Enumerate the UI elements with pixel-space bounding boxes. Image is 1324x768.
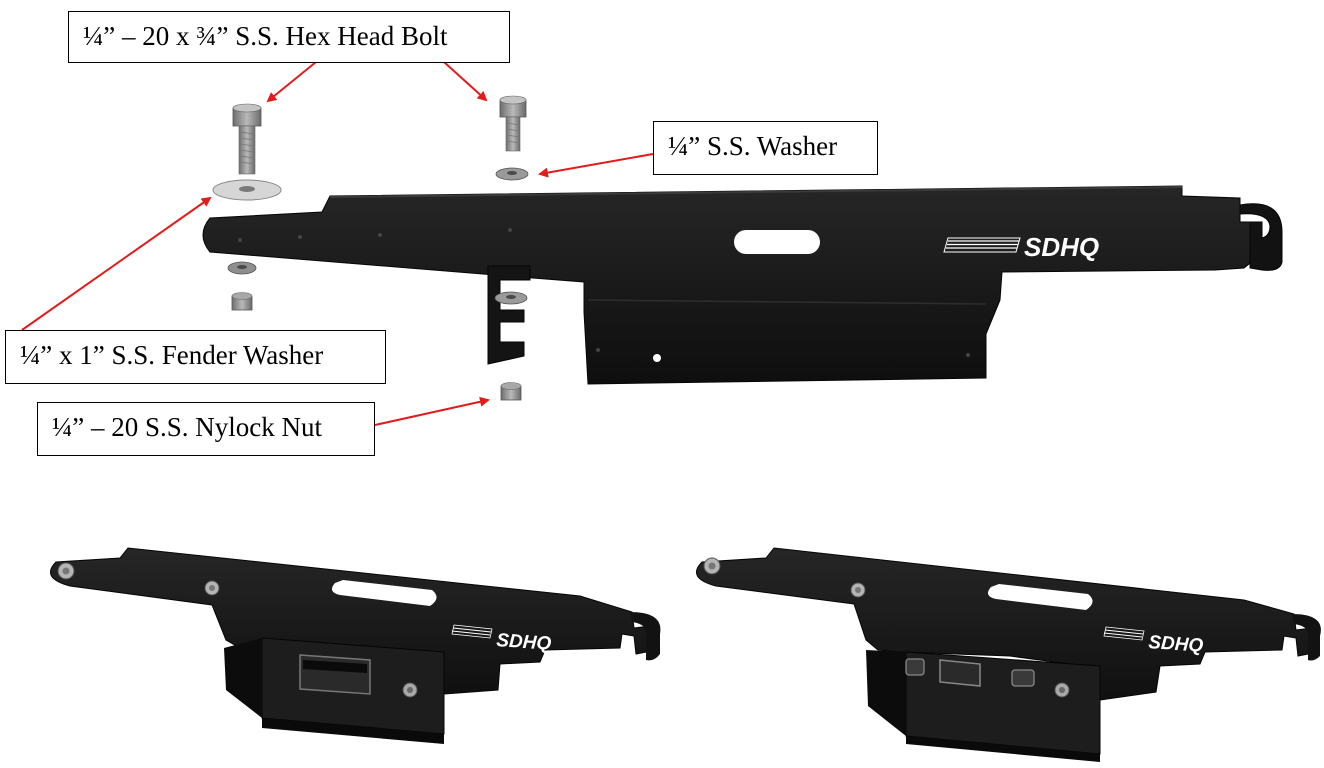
arrow-to-nylock-nut <box>374 396 490 426</box>
bracket-clip <box>487 265 531 365</box>
callout-washer: ¼” S.S. Washer <box>653 121 878 175</box>
arrow-to-bolt-right <box>443 61 488 102</box>
fender-washer <box>212 179 282 201</box>
port-cutout-right <box>1011 669 1035 687</box>
hex-bolt <box>232 103 262 175</box>
assembled-view-switch-panel: SDHQ <box>49 547 661 744</box>
callout-hex-head-bolt: ¼” – 20 x ¾” S.S. Hex Head Bolt <box>68 11 510 63</box>
bracket-hook <box>1239 203 1283 271</box>
port-cutout-left <box>905 658 925 676</box>
callout-fender-washer: ¼” x 1” S.S. Fender Washer <box>5 330 386 384</box>
callout-nylock-nut: ¼” – 20 S.S. Nylock Nut <box>37 402 375 456</box>
sdhq-logo: SDHQ <box>1103 626 1204 657</box>
sdhq-logo: SDHQ <box>943 232 1099 262</box>
nylock-nut <box>231 292 253 311</box>
nylock-nut <box>500 382 522 401</box>
port-cutout-center <box>939 659 981 687</box>
assembled-view-dual-port-panel: SDHQ <box>695 547 1321 762</box>
arrow-to-washer <box>538 153 654 178</box>
logo-text: SDHQ <box>1148 632 1204 657</box>
sdhq-logo: SDHQ <box>451 624 552 655</box>
arrow-to-fender-washer <box>21 196 212 331</box>
hex-bolt <box>499 95 527 152</box>
leader-arrows <box>21 61 654 426</box>
exploded-view: SDHQ <box>202 95 1283 401</box>
arrow-to-bolt-left <box>266 61 317 103</box>
logo-text: SDHQ <box>496 630 552 655</box>
mounting-bracket-plate <box>202 185 1255 385</box>
bracket-slot <box>734 230 820 254</box>
logo-text: SDHQ <box>1024 232 1099 262</box>
